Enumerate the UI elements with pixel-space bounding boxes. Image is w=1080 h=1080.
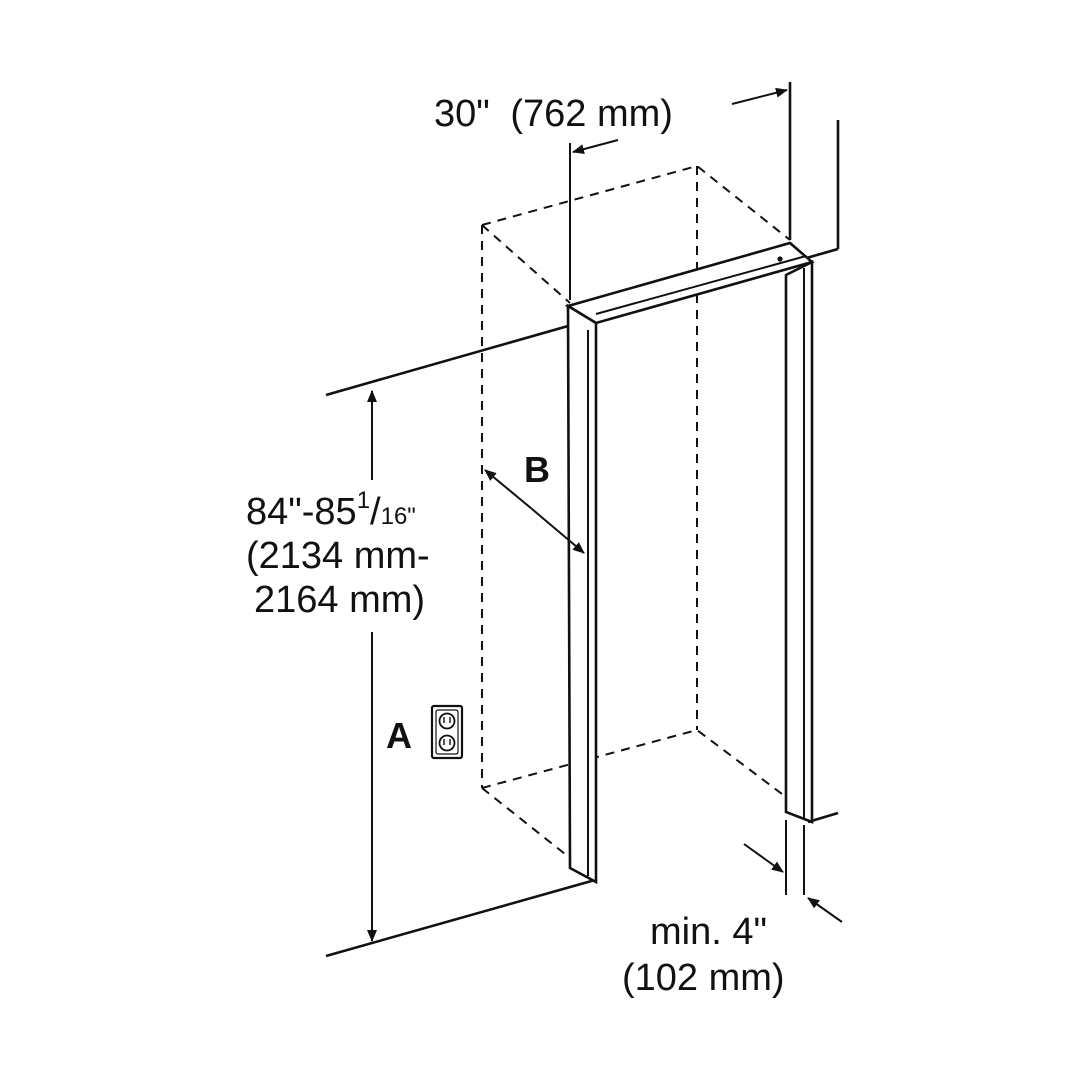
width-arrow-right [731,87,788,105]
floor-line [325,878,596,958]
width-arrow-left [572,139,619,154]
width-label: 30" (762 mm) [434,93,673,135]
depth-callout: B [484,449,585,554]
bottom-back-edge [481,728,791,801]
bottom-front-edge [481,787,571,859]
appliance-outline [481,164,791,859]
clearance-arrow-right [807,897,843,923]
hinge-dot [777,256,783,262]
height-fraction-numerator: 1 [357,487,370,514]
height-fraction-denominator: 16" [381,503,416,530]
back-top-edge [481,164,791,241]
width-metric: (762 mm) [510,93,673,135]
left-trim-post [566,303,598,885]
clearance-arrow-left [743,843,784,873]
height-metric-line1: (2134 mm- [246,535,430,577]
outlet-callout: A [386,704,464,760]
outlet-callout-label: A [386,715,412,756]
height-imperial-label: 84"-851/16" [246,487,416,533]
top-trim-inner-line [595,255,807,315]
height-fraction-separator: / [370,491,381,533]
height-metric-line2: 2164 mm) [254,579,425,621]
depth-callout-label: B [524,449,550,490]
right-trim-post [784,259,814,824]
front-trim-frame [564,241,815,885]
depth-arrow-a [484,469,533,510]
clearance-imperial: min. 4" [650,911,767,953]
height-imperial-main: 84"-85 [246,491,357,533]
width-imperial: 30" [434,93,490,135]
side-clearance-dimension: min. 4" (102 mm) [622,820,843,999]
depth-arrow-b [531,508,585,554]
clearance-metric: (102 mm) [622,957,785,999]
height-dimension: 84"-851/16" (2134 mm- 2164 mm) [246,390,430,942]
width-dimension: 30" (762 mm) [434,87,788,300]
front-top-edge [481,224,571,304]
electrical-outlet-icon [430,704,464,760]
